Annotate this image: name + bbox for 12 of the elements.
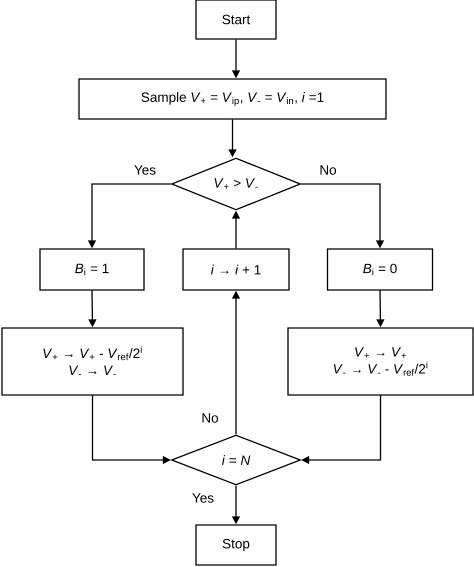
- terminal-box: Stop: [195, 524, 277, 566]
- process-box: i → i + 1: [182, 248, 290, 291]
- terminal-box: Start: [195, 0, 277, 40]
- process-box: B$_{i}$ = 1: [39, 248, 145, 291]
- process-box: V$_{+}$ → V$_{+}$ - V$_{ref}$/2$^{i}$ V$_{-}$ → V$_{-}$: [1, 327, 184, 396]
- process-box: V$_{+}$ → V$_{+}$ V$_{-}$ → V$_{-}$ - V$_{ref}$/2$^{i}$: [287, 327, 474, 396]
- edge-label: Yes: [191, 492, 216, 504]
- edge-label: No: [200, 412, 220, 424]
- process-box: Sample V$_{+}$ = V$_{ip}$, V$_{-}$ = V$_{in}$, i =1: [78, 78, 387, 120]
- edge-label: Yes: [133, 164, 157, 176]
- edge-label: No: [318, 164, 338, 176]
- process-box: B$_{i}$ = 0: [326, 248, 434, 291]
